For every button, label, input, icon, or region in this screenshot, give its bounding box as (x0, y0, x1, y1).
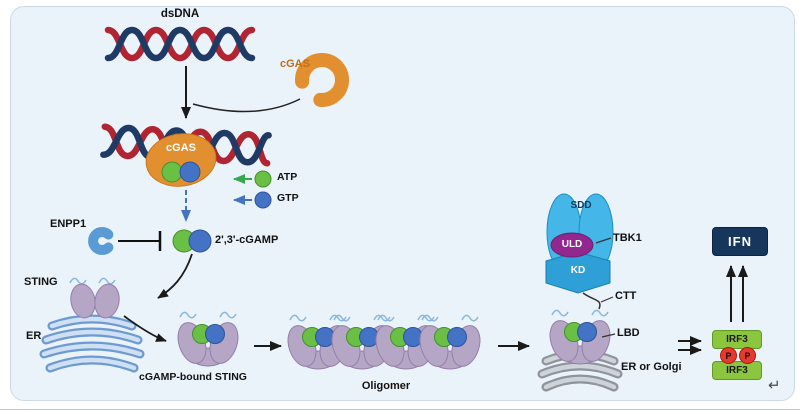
kd-domain-label: KD (570, 265, 586, 276)
irf3-bottom-box: IRF3 (712, 361, 762, 380)
tbk1-leader-line (595, 237, 612, 244)
return-mark: ↵ (768, 377, 781, 394)
phospho-left-badge: P (720, 347, 737, 364)
sdd-domain-label: SDD (570, 200, 592, 211)
enpp1-inhibition-tbar (118, 231, 162, 251)
dsdna-cgas-complex-icon (100, 123, 272, 187)
cgas-enzyme-icon (295, 52, 350, 107)
enpp1-label: ENPP1 (50, 218, 87, 230)
ctt-tail-curve (582, 292, 601, 310)
ctt-label: CTT (615, 290, 637, 302)
sting-oligomer-icon (282, 314, 486, 371)
tbk1-label: TBK1 (613, 232, 642, 244)
irf3-to-ifn-arrows (726, 265, 748, 322)
er-membrane-icon (39, 314, 145, 373)
cgas-recruitment-curve (192, 98, 301, 113)
cgamp-label: 2',3'-cGAMP (215, 234, 279, 246)
page-bottom-rule (0, 409, 800, 410)
dsdna-helix-icon (104, 26, 256, 62)
sting-label: STING (24, 276, 58, 288)
gtp-legend-icon (233, 191, 272, 209)
irf3-top-box: IRF3 (712, 330, 762, 349)
ctt-leader-line (600, 296, 614, 303)
double-activation-arrows (678, 336, 702, 355)
enpp1-enzyme-icon (88, 227, 114, 255)
er-to-sting-arrow (123, 315, 167, 342)
lbd-leader-line (601, 333, 616, 338)
gtp-label: GTP (277, 192, 299, 204)
sting-on-er-icon (69, 277, 120, 319)
phospho-right-badge: P (739, 347, 756, 364)
atp-label: ATP (277, 171, 298, 183)
ifn-box: IFN (712, 227, 768, 256)
cgamp-bound-sting-label: cGAMP-bound STING (139, 371, 247, 383)
er-or-golgi-label: ER or Golgi (621, 361, 682, 373)
oligomer-label: Oligomer (361, 380, 411, 392)
cgas-free-label: cGAS (280, 58, 310, 70)
er-label: ER (26, 330, 42, 342)
dsdna-label: dsDNA (160, 8, 200, 20)
tbk1-kinase-icon (545, 193, 614, 294)
cgamp-to-sting-arrow (157, 253, 193, 299)
lbd-label: LBD (617, 327, 640, 339)
sting-dimer-icon (172, 311, 244, 368)
uld-domain-label: ULD (561, 239, 583, 250)
cgas-bound-label: cGAS (166, 142, 196, 154)
cgamp-molecule-icon (172, 229, 212, 253)
atp-legend-icon (233, 170, 272, 188)
